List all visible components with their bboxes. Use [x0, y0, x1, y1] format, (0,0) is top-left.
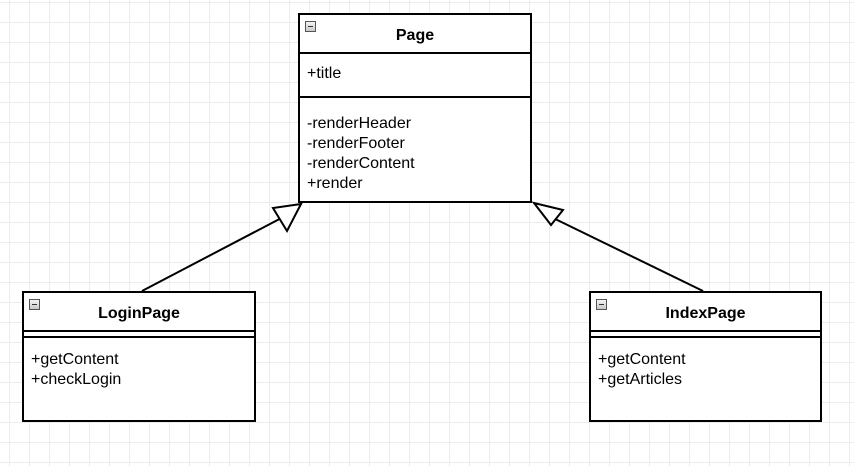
class-divider — [300, 96, 530, 98]
login-page-class-header: LoginPage — [24, 293, 254, 330]
class-divider — [24, 330, 254, 332]
attribute: +title — [307, 65, 342, 82]
generalization-arrowhead-right — [531, 201, 565, 227]
index-page-class-header: IndexPage — [591, 293, 820, 330]
class-name: IndexPage — [665, 305, 746, 322]
collapse-icon[interactable] — [29, 299, 40, 310]
page-class[interactable]: Page +title -renderHeader -renderFooter … — [298, 13, 532, 203]
class-divider — [24, 336, 254, 338]
method: +checkLogin — [31, 371, 122, 388]
class-divider — [300, 52, 530, 54]
method: -renderContent — [307, 155, 415, 172]
method: +getContent — [31, 351, 119, 368]
index-to-page-generalization[interactable] — [531, 201, 704, 292]
index-page-class[interactable]: IndexPage +getContent +getArticles — [589, 291, 822, 422]
method: -renderHeader — [307, 115, 412, 132]
generalization-arrowhead-left — [271, 202, 303, 234]
collapse-icon[interactable] — [596, 299, 607, 310]
page-class-header: Page — [300, 15, 530, 52]
login-to-page-generalization[interactable] — [141, 202, 303, 292]
collapse-icon[interactable] — [305, 21, 316, 32]
methods-section: -renderHeader -renderFooter -renderConte… — [300, 98, 530, 194]
method: -renderFooter — [307, 135, 405, 152]
methods-section: +getContent +getArticles — [591, 338, 820, 390]
attributes-section: +title — [300, 54, 530, 96]
method: +getArticles — [598, 371, 683, 388]
method: +getContent — [598, 351, 686, 368]
class-name: LoginPage — [98, 305, 180, 322]
class-name: Page — [395, 27, 435, 44]
class-divider — [591, 336, 820, 338]
methods-section: +getContent +checkLogin — [24, 338, 254, 390]
class-divider — [591, 330, 820, 332]
method: +render — [307, 175, 363, 192]
login-page-class[interactable]: LoginPage +getContent +checkLogin — [22, 291, 256, 422]
